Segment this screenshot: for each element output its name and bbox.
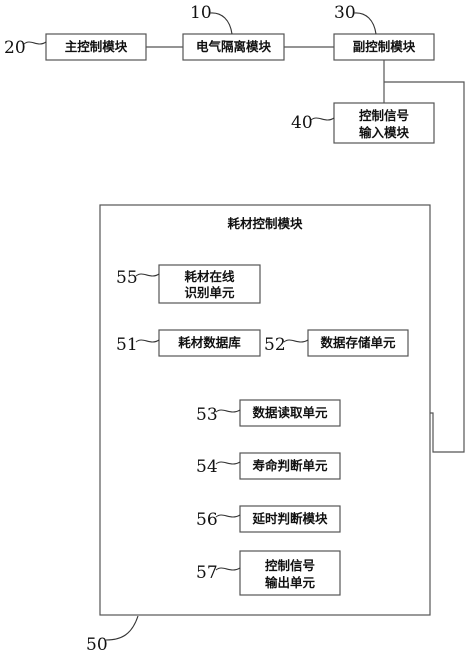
ref-number-54: 54 (196, 457, 218, 477)
consumable-database-unit: 耗材数据库 (158, 329, 261, 357)
ref-number-53: 53 (196, 405, 218, 425)
ref-number-55: 55 (116, 268, 138, 288)
leader-51 (135, 339, 160, 343)
leader-56 (215, 514, 241, 518)
leader-20 (23, 41, 47, 45)
leader-30 (353, 12, 377, 35)
data-reading-unit: 数据读取单元 (239, 399, 341, 427)
electrical-isolation-module: 电气隔离模块 (182, 33, 285, 61)
leader-54 (215, 461, 241, 465)
data-storage-unit: 数据存储单元 (307, 329, 409, 357)
delay-judgment-unit: 延时判断模块 (239, 505, 341, 533)
ref-number-51: 51 (116, 335, 138, 355)
ref-number-50: 50 (86, 635, 108, 655)
main-control-module: 主控制模块 (45, 33, 147, 61)
leader-50 (105, 615, 139, 641)
leader-55 (135, 273, 160, 277)
control-signal-output-label-2: 输出单元 (265, 575, 316, 590)
control-signal-output-unit: 控制信号 输出单元 (239, 550, 341, 596)
main-control-label: 主控制模块 (65, 39, 128, 54)
leader-57 (215, 567, 241, 571)
ref-number-57: 57 (196, 563, 218, 583)
leader-10 (209, 12, 233, 35)
online-recognition-label-2: 识别单元 (184, 285, 235, 300)
control-signal-output-label-1: 控制信号 (265, 558, 315, 573)
data-storage-label: 数据存储单元 (319, 335, 396, 350)
reference-numbers: 20 10 30 40 55 51 52 53 54 56 57 50 (4, 3, 377, 655)
control-signal-input-label-1: 控制信号 (359, 108, 409, 123)
ref-number-56: 56 (196, 510, 218, 530)
consumable-database-label: 耗材数据库 (178, 335, 241, 350)
secondary-control-module: 副控制模块 (333, 33, 435, 61)
leader-40 (310, 117, 335, 121)
electrical-isolation-label: 电气隔离模块 (196, 39, 272, 54)
ref-number-52: 52 (264, 335, 286, 355)
online-recognition-unit: 耗材在线 识别单元 (158, 264, 261, 304)
ref-number-20: 20 (4, 38, 26, 58)
data-reading-label: 数据读取单元 (251, 405, 328, 420)
ref-number-40: 40 (291, 113, 313, 133)
leader-52 (283, 339, 309, 343)
online-recognition-label-1: 耗材在线 (184, 269, 235, 284)
lifespan-judgment-label: 寿命判断单元 (252, 458, 328, 473)
leader-53 (215, 409, 241, 413)
ref-number-10: 10 (190, 3, 212, 23)
secondary-control-label: 副控制模块 (353, 39, 416, 54)
control-signal-input-module: 控制信号 输入模块 (333, 102, 435, 144)
control-signal-input-label-2: 输入模块 (359, 125, 410, 140)
lifespan-judgment-unit: 寿命判断单元 (239, 452, 341, 480)
consumable-control-label: 耗材控制模块 (227, 216, 303, 231)
ref-number-30: 30 (334, 3, 356, 23)
delay-judgment-label: 延时判断模块 (251, 511, 328, 526)
